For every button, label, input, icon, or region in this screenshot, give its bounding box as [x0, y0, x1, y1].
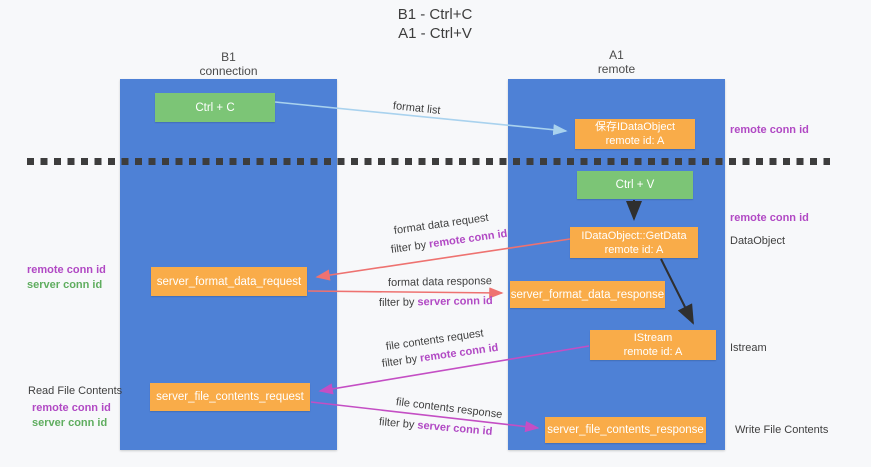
getdata-to-istream-arrow	[660, 258, 694, 325]
node-server-format-data-response-label: server_format_data_response	[510, 288, 665, 301]
node-save-idataobject-line1: 保存IDataObject	[594, 121, 676, 133]
node-server-file-contents-request: server_file_contents_request	[150, 383, 310, 411]
label-filter-format-response: filter by server conn id	[379, 295, 493, 309]
session-separator-dashed-line	[27, 158, 830, 165]
node-ctrl-c: Ctrl + C	[155, 93, 275, 122]
diagram-title: B1 - Ctrl+C A1 - Ctrl+V	[335, 5, 535, 43]
file-contents-response-arrow	[310, 401, 540, 433]
node-server-file-contents-response-label: server_file_contents_response	[547, 424, 704, 436]
lane-header-b1: B1 connection	[120, 50, 337, 78]
lane-header-a1: A1 remote	[508, 48, 725, 76]
annotation-file-conn-ids: remote conn id server conn id	[32, 401, 111, 431]
node-ctrl-v: Ctrl + V	[577, 171, 693, 199]
node-server-format-data-response: server_format_data_response	[510, 281, 665, 308]
node-idataobject-getdata-line1: IDataObject::GetData	[581, 229, 687, 242]
file-contents-request-arrow	[318, 345, 590, 395]
node-idataobject-getdata: IDataObject::GetData remote id: A	[570, 227, 698, 258]
annotation-format-conn-ids: remote conn id server conn id	[27, 263, 106, 293]
node-idataobject-getdata-line2: remote id: A	[604, 243, 664, 256]
annotation-file-remote-conn-id: remote conn id	[32, 402, 111, 414]
node-save-idataobject: 保存IDataObject remote id: A	[575, 119, 695, 149]
format-data-request-arrow	[315, 238, 571, 281]
format-list-arrow	[274, 101, 568, 136]
annotation-format-server-conn-id: server conn id	[27, 279, 103, 291]
node-ctrl-c-label: Ctrl + C	[195, 101, 235, 114]
annotation-remote-conn-id-mid: remote conn id	[730, 212, 809, 224]
annotation-remote-conn-id-top: remote conn id	[730, 124, 809, 136]
node-istream-line2: remote id: A	[623, 346, 683, 358]
label-filter-by-2: filter by	[378, 296, 418, 309]
annotation-dataobject: DataObject	[730, 235, 786, 247]
lane-b1-name: B1	[221, 50, 236, 64]
lane-b1-subtitle: connection	[199, 64, 258, 78]
label-server-conn-id-2: server conn id	[417, 295, 493, 309]
node-ctrl-v-label: Ctrl + V	[615, 179, 655, 191]
node-server-format-data-request-label: server_format_data_request	[156, 275, 302, 288]
annotation-file-server-conn-id: server conn id	[32, 417, 108, 429]
node-istream: IStream remote id: A	[590, 330, 716, 360]
lane-a1-name: A1	[609, 48, 624, 62]
label-format-data-response: format data response	[387, 275, 493, 289]
node-server-format-data-request: server_format_data_request	[151, 267, 307, 296]
annotation-write-file-contents: Write File Contents	[735, 424, 829, 436]
annotation-read-file-contents: Read File Contents	[28, 385, 123, 397]
node-server-file-contents-response: server_file_contents_response	[545, 417, 706, 443]
diagram-title-line1: B1 - Ctrl+C	[397, 6, 473, 23]
annotation-format-remote-conn-id: remote conn id	[27, 264, 106, 276]
annotation-istream: Istream	[730, 342, 767, 354]
node-server-file-contents-request-label: server_file_contents_request	[156, 391, 304, 403]
format-data-response-arrow	[307, 287, 504, 299]
diagram-title-line2: A1 - Ctrl+V	[398, 25, 472, 42]
lane-a1-subtitle: remote	[597, 62, 636, 76]
node-save-idataobject-line2: remote id: A	[605, 135, 665, 147]
node-istream-line1: IStream	[633, 332, 673, 344]
